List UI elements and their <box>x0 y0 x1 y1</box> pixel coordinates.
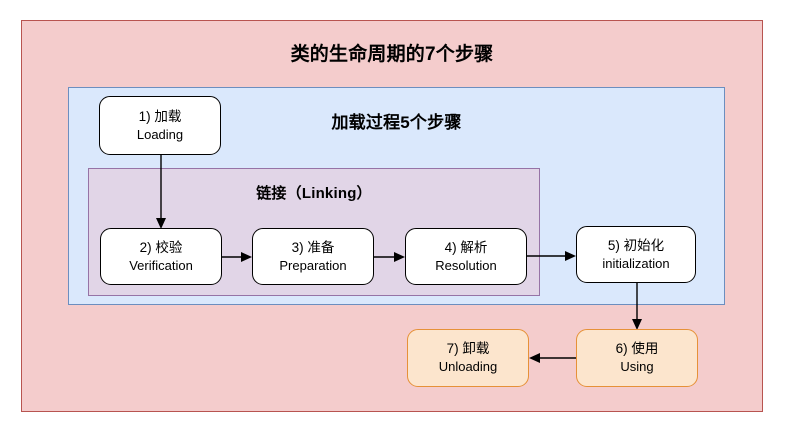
node-unloading-label-en: Unloading <box>438 359 498 375</box>
node-loading[interactable]: 1) 加载 Loading <box>99 96 221 155</box>
node-preparation[interactable]: 3) 准备 Preparation <box>252 228 374 285</box>
node-using-label-cn: 6) 使用 <box>615 341 659 357</box>
node-unloading-label-cn: 7) 卸载 <box>446 341 490 357</box>
node-using[interactable]: 6) 使用 Using <box>576 329 698 387</box>
node-verification-label-cn: 2) 校验 <box>139 239 183 255</box>
node-initialization[interactable]: 5) 初始化 initialization <box>576 226 696 283</box>
node-preparation-label-en: Preparation <box>279 257 347 273</box>
node-verification[interactable]: 2) 校验 Verification <box>100 228 222 285</box>
group-loading-process-title: 加载过程5个步骤 <box>331 113 462 132</box>
node-unloading[interactable]: 7) 卸载 Unloading <box>407 329 529 387</box>
group-linking-title: 链接（Linking） <box>256 185 372 202</box>
diagram-title: 类的生命周期的7个步骤 <box>290 44 494 65</box>
node-loading-label-en: Loading <box>136 126 184 142</box>
node-verification-label-en: Verification <box>129 257 193 273</box>
node-resolution-label-en: Resolution <box>435 257 497 273</box>
node-resolution[interactable]: 4) 解析 Resolution <box>405 228 527 285</box>
node-initialization-label-en: initialization <box>602 255 670 271</box>
node-initialization-label-cn: 5) 初始化 <box>607 237 665 253</box>
node-preparation-label-cn: 3) 准备 <box>291 239 335 255</box>
node-using-label-en: Using <box>620 359 654 375</box>
node-loading-label-cn: 1) 加载 <box>138 108 182 124</box>
node-resolution-label-cn: 4) 解析 <box>444 239 488 255</box>
